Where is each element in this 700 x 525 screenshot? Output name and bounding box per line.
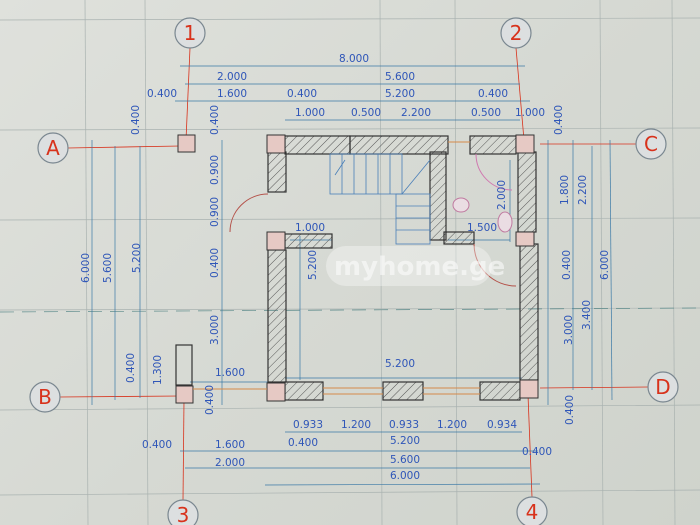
- doors: [229, 153, 517, 287]
- dimension-label-left: 1.600: [215, 367, 245, 379]
- dimension-label-top: 2.200: [401, 107, 431, 119]
- dimension-label-left: 0.400: [209, 248, 221, 278]
- axis-marker-label: A: [46, 136, 60, 160]
- dimension-label-top: 5.200: [385, 88, 415, 100]
- axis-marker-label: 2: [510, 21, 523, 45]
- dimension-label-right: 1.800: [559, 175, 571, 205]
- axis-marker-circle-col_3: [167, 499, 199, 525]
- axis-marker-label: 1: [184, 21, 197, 45]
- dimension-label-right: 0.400: [564, 395, 576, 425]
- dimension-label-left: 0.400: [204, 385, 216, 415]
- dimension-label-center: 1.000: [295, 222, 325, 234]
- columns: [175, 134, 539, 404]
- axis-marker-circle-col_1: [174, 17, 206, 49]
- dimension-label-top: 1.000: [295, 107, 325, 119]
- dimension-label-bottom: 0.400: [288, 437, 318, 449]
- axis-lines: [59, 47, 649, 501]
- watermark-text: myhome.ge: [334, 252, 505, 282]
- dimension-label-top: 0.400: [287, 88, 317, 100]
- dimension-label-bottom: 6.000: [390, 470, 420, 482]
- dimension-label-bottom: 1.600: [215, 439, 245, 451]
- axis-marker-circle-col_4: [516, 496, 548, 525]
- dimension-label-center: 1.500: [467, 222, 497, 234]
- dimension-label-right: 2.200: [577, 175, 589, 205]
- axis-marker-label: 4: [526, 500, 539, 524]
- dimension-lines: [91, 65, 613, 486]
- dimension-label-center: 2.000: [496, 180, 508, 210]
- dimension-label-left: 0.400: [209, 105, 221, 135]
- dimension-label-top: 0.400: [147, 88, 177, 100]
- dimension-label-bottom: 0.933: [293, 419, 323, 431]
- dimension-label-right: 3.400: [581, 300, 593, 330]
- dimension-label-left: 3.000: [209, 315, 221, 345]
- dimension-label-center: 5.200: [385, 358, 415, 370]
- axis-marker-label: C: [644, 132, 658, 156]
- dimension-label-top: 5.600: [385, 71, 415, 83]
- axis-marker-circle-row_C: [635, 128, 667, 160]
- dimension-label-left: 0.400: [125, 353, 137, 383]
- toilet-fixtures: [452, 197, 513, 233]
- dimension-label-top: 0.400: [478, 88, 508, 100]
- grid-axis-markers: 1 2 3 4 A C B D: [29, 17, 679, 525]
- dimension-label-bottom: 1.200: [437, 419, 467, 431]
- dimension-label-top: 2.000: [217, 71, 247, 83]
- dimension-label-bottom: 0.934: [487, 419, 517, 431]
- dimension-label-top: 0.500: [351, 107, 381, 119]
- dimension-labels: 8.000 2.000 5.600 0.400 1.600 0.400 5.200 0.400…: [80, 53, 611, 482]
- dimension-label-top: 8.000: [339, 53, 369, 65]
- windows: [193, 141, 480, 395]
- dimension-label-left: 1.300: [152, 355, 164, 385]
- axis-marker-circle-row_D: [647, 371, 679, 403]
- dimension-label-center: 5.200: [307, 250, 319, 280]
- dimension-label-bottom: 0.400: [522, 446, 552, 458]
- dimension-label-left: 0.400: [130, 105, 142, 135]
- axis-marker-circle-row_B: [29, 381, 61, 413]
- dimension-label-right: 6.000: [599, 250, 611, 280]
- dimension-label-bottom: 5.600: [390, 454, 420, 466]
- dimension-label-bottom: 5.200: [390, 435, 420, 447]
- axis-marker-label: D: [655, 375, 670, 399]
- dimension-label-left: 5.600: [102, 253, 114, 283]
- dimension-label-bottom: 0.400: [142, 439, 172, 451]
- dimension-label-right: 0.400: [561, 250, 573, 280]
- axis-marker-label: 3: [177, 503, 190, 525]
- staircase: [329, 153, 431, 245]
- dimension-label-left: 0.900: [209, 155, 221, 185]
- watermark: myhome.ge: [326, 246, 505, 286]
- dimension-label-top: 0.500: [471, 107, 501, 119]
- dimension-label-top: 1.000: [515, 107, 545, 119]
- dimension-label-top: 1.600: [217, 88, 247, 100]
- axis-marker-circle-col_2: [500, 17, 532, 49]
- axis-marker-label: B: [38, 385, 52, 409]
- dimension-label-bottom: 1.200: [341, 419, 371, 431]
- dimension-label-right: 3.000: [563, 315, 575, 345]
- dimension-label-left: 0.900: [209, 197, 221, 227]
- axis-marker-circle-row_A: [37, 132, 69, 164]
- dimension-label-bottom: 0.933: [389, 419, 419, 431]
- dimension-label-right: 0.400: [553, 105, 565, 135]
- dimension-label-bottom: 2.000: [215, 457, 245, 469]
- dimension-label-left: 6.000: [80, 253, 92, 283]
- dimension-label-left: 5.200: [131, 243, 143, 273]
